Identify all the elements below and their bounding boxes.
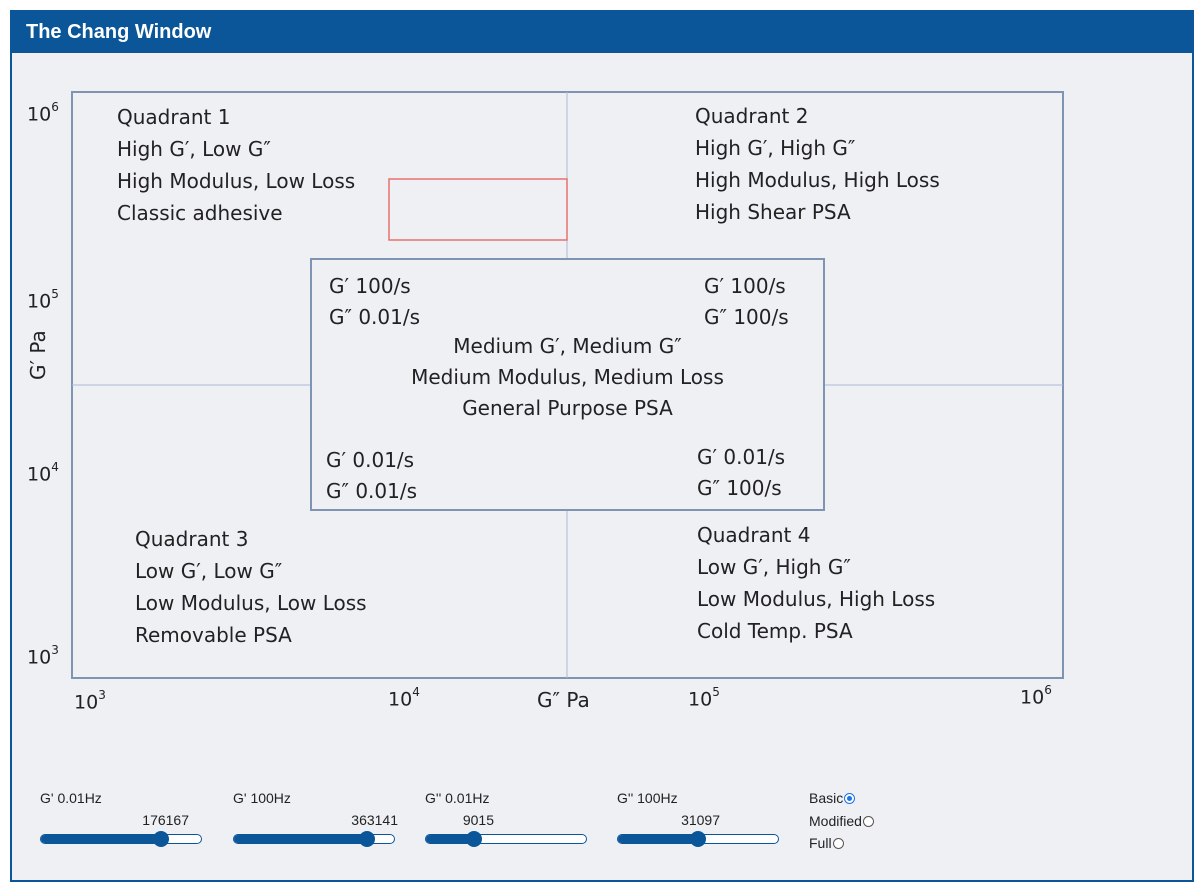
y-tick: 103: [27, 643, 59, 669]
slider-value-g2-100: 31097: [681, 812, 720, 828]
mode-label-basic: Basic: [809, 790, 844, 806]
quadrant-3-text: Quadrant 3 Low G′, Low G″ Low Modulus, L…: [135, 527, 367, 647]
quadrant-2-text: Quadrant 2 High G′, High G″ High Modulus…: [695, 104, 940, 224]
mode-label-modified: Modified: [809, 813, 862, 829]
slider-g2-001[interactable]: [425, 831, 587, 847]
quadrant-4-text: Quadrant 4 Low G′, High G″ Low Modulus, …: [697, 523, 936, 643]
center-middle-text: Medium G′, Medium G″ Medium Modulus, Med…: [411, 334, 724, 420]
y-tick: 104: [27, 460, 59, 486]
slider-value-g1-100: 363141: [351, 812, 398, 828]
y-tick: 105: [27, 287, 59, 313]
mode-option-full[interactable]: Full: [809, 835, 844, 851]
y-tick: 106: [27, 100, 59, 126]
x-axis-label: G″ Pa: [537, 688, 590, 712]
window-rectangle: [388, 178, 568, 241]
center-bottom-left-text: G′ 0.01/s G″ 0.01/s: [326, 448, 418, 503]
slider-thumb[interactable]: [466, 831, 482, 847]
slider-value-g2-001: 9015: [462, 812, 494, 828]
slider-g2-100[interactable]: [617, 831, 779, 847]
window-title: The Chang Window: [26, 21, 212, 43]
center-box: [310, 258, 825, 511]
center-top-left-text: G′ 100/s G″ 0.01/s: [329, 274, 421, 329]
x-tick: 103: [74, 688, 106, 714]
radio-basic[interactable]: [844, 792, 856, 804]
slider-thumb[interactable]: [690, 831, 706, 847]
title-bar: The Chang Window: [12, 12, 1192, 53]
y-axis-label: G′ Pa: [26, 330, 50, 380]
x-tick: 106: [1020, 683, 1052, 709]
mode-label-full: Full: [809, 835, 832, 851]
slider-label-g1-001: G' 0.01Hz: [40, 790, 102, 806]
x-tick: 104: [388, 685, 420, 711]
mode-option-basic[interactable]: Basic: [809, 790, 856, 806]
slider-g1-100[interactable]: [233, 831, 395, 847]
slider-value-g1-001: 176167: [142, 812, 189, 828]
radio-modified[interactable]: [862, 815, 874, 827]
quadrant-1-text: Quadrant 1 High G′, Low G″ High Modulus,…: [117, 105, 356, 225]
slider-label-g2-001: G'' 0.01Hz: [425, 790, 490, 806]
x-tick: 105: [688, 685, 720, 711]
slider-thumb[interactable]: [153, 831, 169, 847]
radio-full[interactable]: [832, 837, 844, 849]
slider-g1-001[interactable]: [40, 831, 202, 847]
slider-label-g1-100: G' 100Hz: [233, 790, 291, 806]
center-bottom-right-text: G′ 0.01/s G″ 100/s: [697, 445, 786, 500]
center-top-right-text: G′ 100/s G″ 100/s: [704, 274, 789, 329]
slider-thumb[interactable]: [358, 831, 375, 847]
slider-label-g2-100: G'' 100Hz: [617, 790, 678, 806]
mode-option-modified[interactable]: Modified: [809, 813, 874, 829]
